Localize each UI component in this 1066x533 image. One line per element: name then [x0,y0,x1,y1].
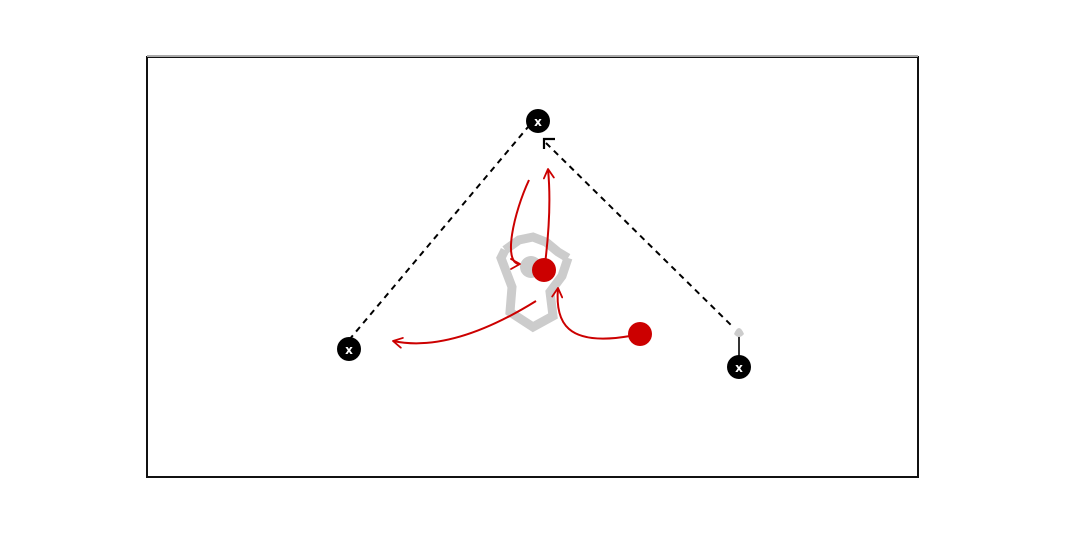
player-top: x [526,109,550,133]
stick-figure-outline-icon [496,232,573,333]
player-left: x [337,337,361,361]
pass-line-left [348,126,529,341]
player-right-label: x [735,361,743,375]
pass-path-left [392,300,537,349]
cone-icon [734,328,744,357]
player-right: x [727,355,751,379]
red-dot-icon [628,322,652,346]
corner-bracket-icon [542,137,555,149]
black-circle-x-icon [337,337,361,361]
black-circle-x-icon [727,355,751,379]
black-circle-x-icon [526,109,550,133]
cut-path-curl [509,179,530,270]
player-left-label: x [345,343,353,357]
player-top-label: x [534,115,542,129]
cut-path-up [542,168,555,265]
red-dot-icon [532,258,556,282]
cut-path-right [551,287,631,340]
